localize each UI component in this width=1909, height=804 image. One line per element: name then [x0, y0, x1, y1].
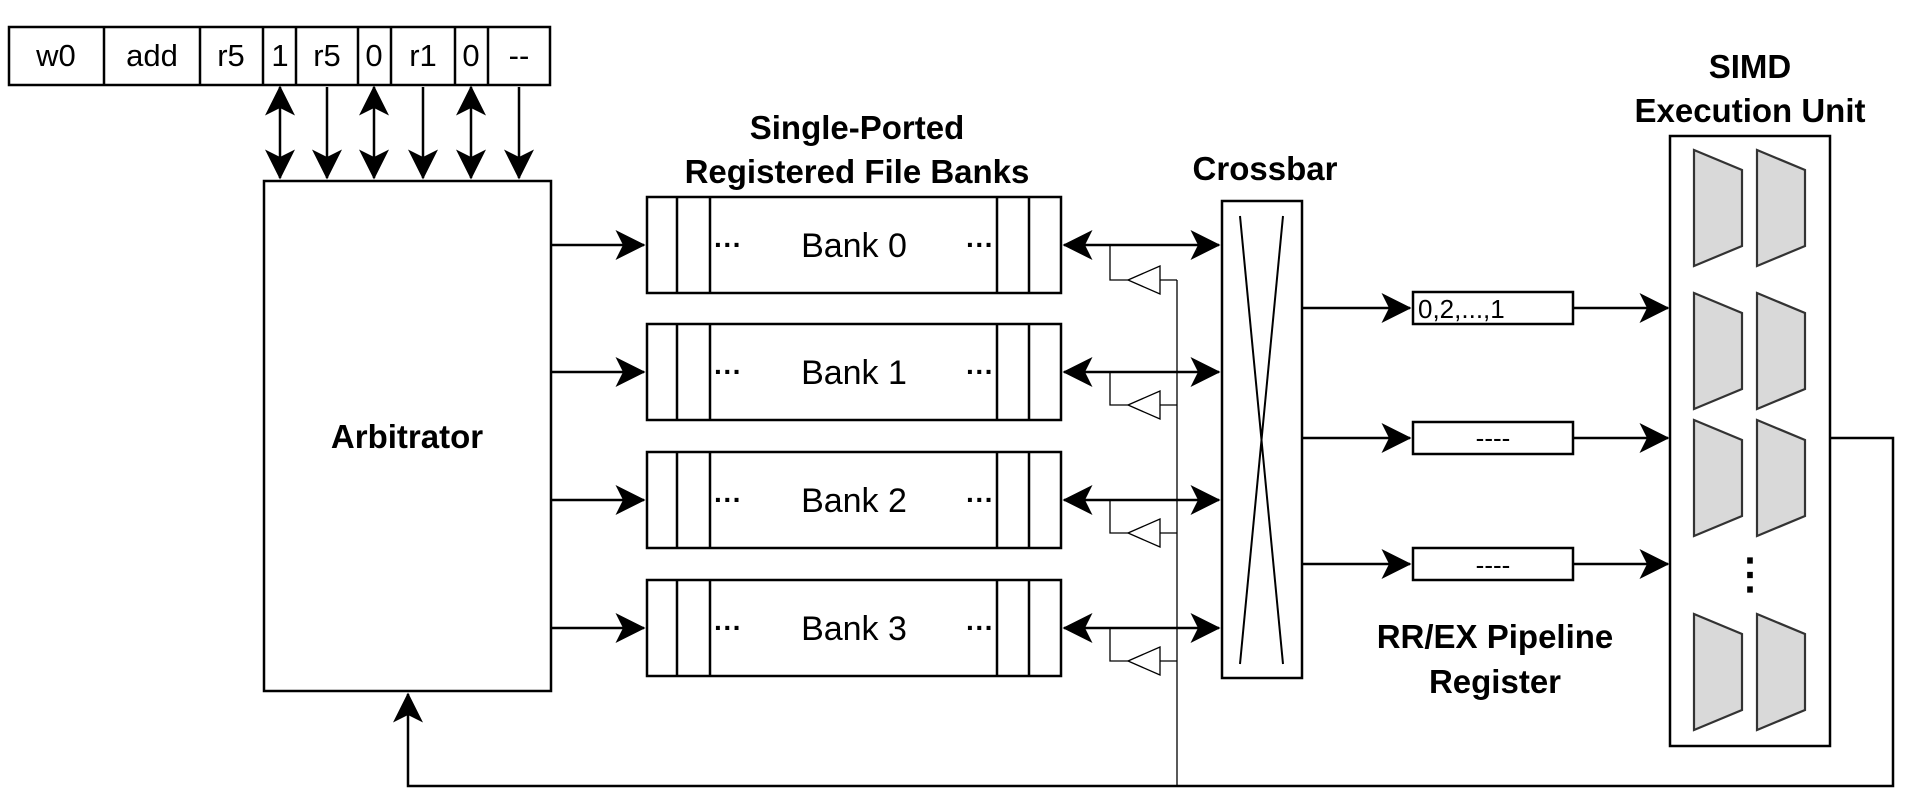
instruction-field-warp-id: w0 — [35, 38, 76, 73]
arbitrator-label: Arbitrator — [331, 418, 483, 455]
pipeline-register-value: ---- — [1476, 550, 1511, 580]
instruction-to-arbitrator-arrows — [265, 85, 534, 180]
crossbar — [1220, 199, 1304, 680]
register-banks-title: Registered File Banks — [685, 153, 1030, 190]
pipeline-register-entry-1: ---- — [1411, 420, 1575, 456]
bank-crossbar-arrows — [1062, 230, 1221, 643]
simd-unit-label: SIMD — [1709, 48, 1792, 85]
bank-ellipsis: ··· — [714, 612, 742, 643]
bank-label: Bank 3 — [801, 610, 907, 648]
pipeline-register-entry-0: 0,2,...,1 — [1411, 290, 1575, 326]
alu-lane — [1692, 612, 1744, 732]
simd-execution-unit: ⋮ — [1668, 134, 1832, 748]
pipeline-to-simd-arrows — [1573, 293, 1670, 579]
bank-ellipsis: ··· — [966, 612, 994, 643]
pipeline-register-value: ---- — [1476, 423, 1511, 453]
instruction-entry: w0 add r5 1 r5 0 r1 0 -- — [7, 25, 552, 87]
alu-lane — [1692, 418, 1744, 538]
bank-label: Bank 1 — [801, 354, 907, 392]
pipeline-register-label: Register — [1429, 663, 1561, 700]
crossbar-label: Crossbar — [1193, 150, 1338, 187]
bank-label: Bank 2 — [801, 482, 907, 520]
register-bank-0: ··· Bank 0 ··· — [645, 195, 1063, 295]
bank-ellipsis: ··· — [966, 356, 994, 387]
bank-ellipsis: ··· — [966, 229, 994, 260]
writeback-buffers — [1109, 245, 1178, 786]
instruction-field-operand: 0 — [462, 38, 479, 73]
bank-ellipsis: ··· — [714, 229, 742, 260]
crossbar-to-pipeline-arrows — [1302, 293, 1412, 579]
bank-ellipsis: ··· — [966, 484, 994, 515]
instruction-field-operand: 1 — [271, 38, 288, 73]
register-banks-title: Single-Ported — [750, 109, 965, 146]
pipeline-register-value: 0,2,...,1 — [1418, 294, 1505, 324]
register-bank-3: ··· Bank 3 ··· — [645, 578, 1063, 678]
arbitrator-to-bank-arrows — [551, 230, 646, 643]
bank-ellipsis: ··· — [714, 484, 742, 515]
alu-lane — [1755, 291, 1807, 411]
alu-lane — [1755, 612, 1807, 732]
bank-label: Bank 0 — [801, 227, 907, 265]
alu-lane — [1755, 148, 1807, 268]
simd-unit-label: Execution Unit — [1634, 92, 1865, 129]
pipeline-register-entry-2: ---- — [1411, 546, 1575, 582]
writeback-feedback-path — [393, 436, 1895, 788]
register-bank-1: ··· Bank 1 ··· — [645, 322, 1063, 422]
alu-lane — [1692, 291, 1744, 411]
bank-ellipsis: ··· — [714, 356, 742, 387]
instruction-field-operand: r1 — [409, 38, 437, 73]
simd-ellipsis: ⋮ — [1729, 550, 1771, 597]
instruction-field-operand: -- — [509, 38, 530, 73]
alu-lane — [1692, 148, 1744, 268]
register-bank-2: ··· Bank 2 ··· — [645, 450, 1063, 550]
alu-lane — [1755, 418, 1807, 538]
pipeline-register-label: RR/EX Pipeline — [1377, 618, 1614, 655]
instruction-field-operand: 0 — [365, 38, 382, 73]
instruction-field-operand: r5 — [313, 38, 341, 73]
instruction-field-operand: r5 — [217, 38, 245, 73]
instruction-field-opcode: add — [126, 38, 178, 73]
arbitrator: Arbitrator — [262, 179, 553, 693]
